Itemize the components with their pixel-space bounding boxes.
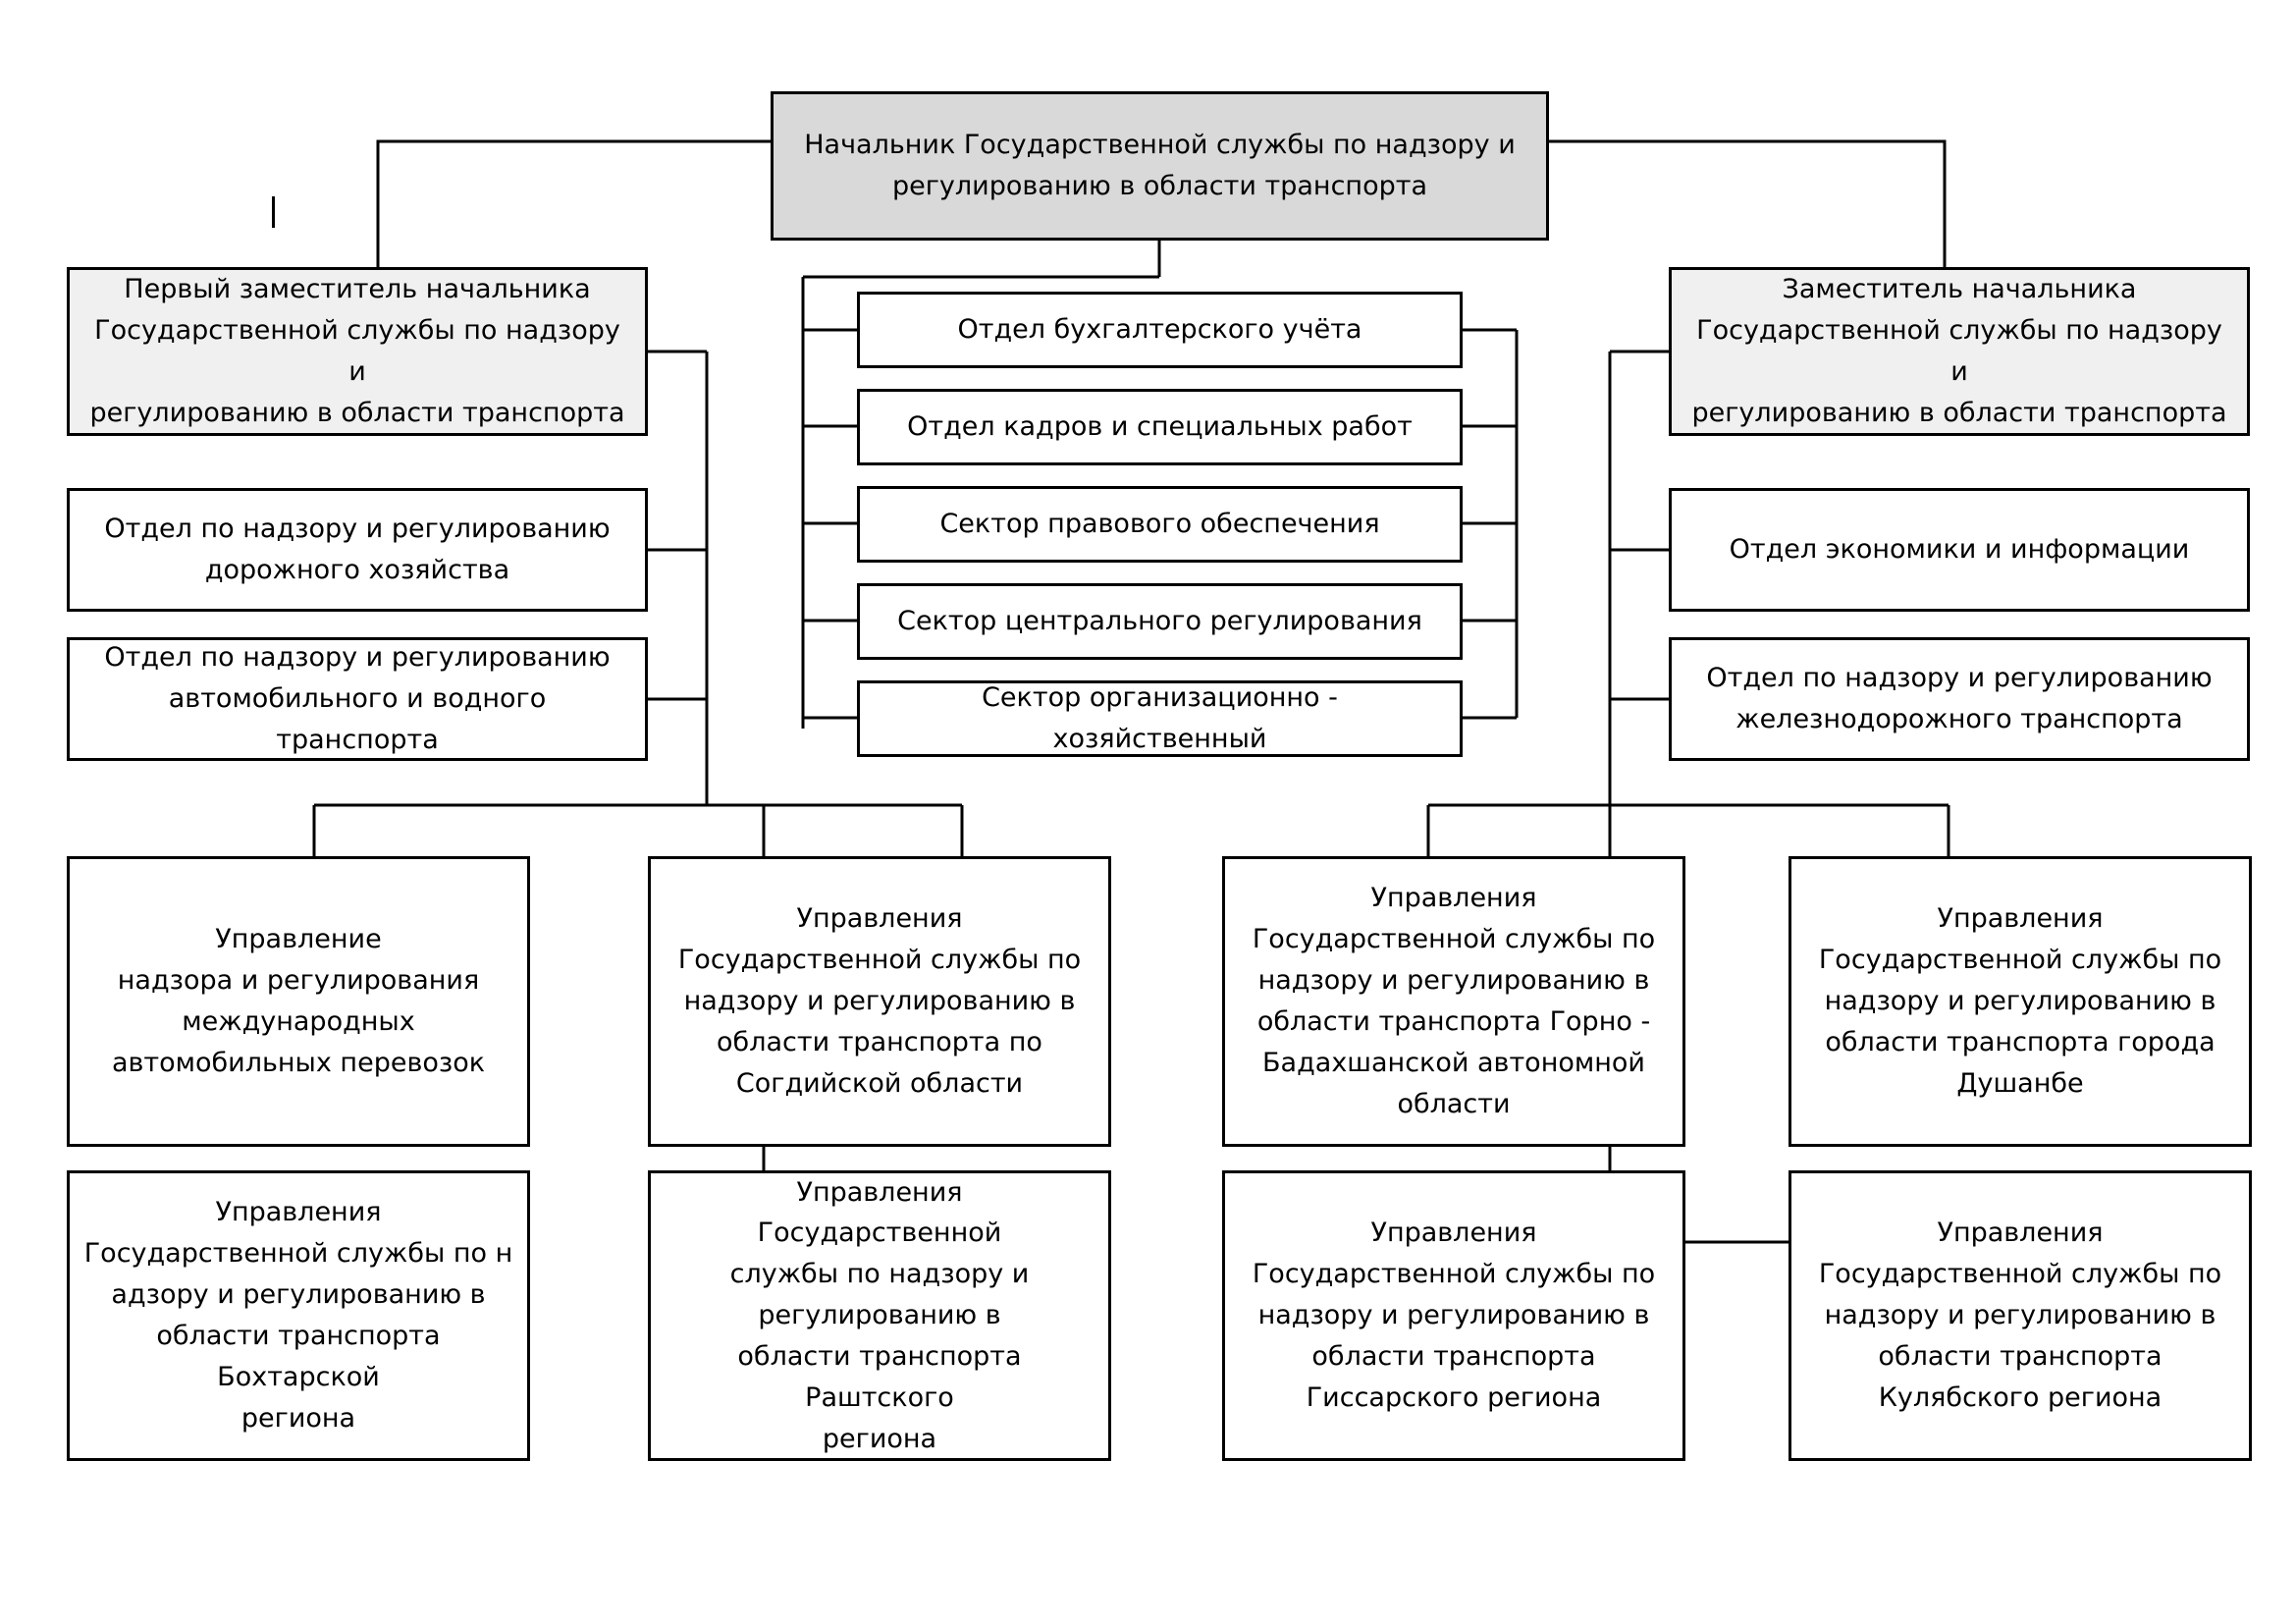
node-center-department-5[interactable]: Сектор организационно - хозяйственный [857, 680, 1463, 757]
node-right-department-2[interactable]: Отдел по надзору и регулированию железно… [1669, 637, 2250, 761]
node-regional-unit-r2-c3[interactable]: Управления Государственной службы по над… [1222, 1170, 1685, 1461]
node-center-department-4[interactable]: Сектор центрального регулирования [857, 583, 1463, 660]
node-regional-unit-r2-c2[interactable]: Управления Государственной службы по над… [648, 1170, 1111, 1461]
node-regional-unit-r1-c3[interactable]: Управления Государственной службы по над… [1222, 856, 1685, 1147]
edge-root-to-second-deputy [1549, 139, 1947, 267]
node-second-deputy[interactable]: Заместитель начальника Государственной с… [1669, 267, 2250, 436]
node-left-department-1[interactable]: Отдел по надзору и регулированию дорожно… [67, 488, 648, 612]
stray-tick-mark [272, 196, 275, 228]
edge-root-to-first-deputy [376, 139, 771, 267]
node-first-deputy[interactable]: Первый заместитель начальника Государств… [67, 267, 648, 436]
node-left-department-2[interactable]: Отдел по надзору и регулированию автомоб… [67, 637, 648, 761]
root-node-chief[interactable]: Начальник Государственной службы по надз… [771, 91, 1549, 241]
node-center-department-1[interactable]: Отдел бухгалтерского учёта [857, 292, 1463, 368]
node-right-department-1[interactable]: Отдел экономики и информации [1669, 488, 2250, 612]
node-regional-unit-r2-c4[interactable]: Управления Государственной службы по над… [1789, 1170, 2252, 1461]
node-center-department-2[interactable]: Отдел кадров и специальных работ [857, 389, 1463, 465]
node-regional-unit-r2-c1[interactable]: Управления Государственной службы по н а… [67, 1170, 530, 1461]
node-regional-unit-r1-c2[interactable]: Управления Государственной службы по над… [648, 856, 1111, 1147]
node-regional-unit-r1-c1[interactable]: Управление надзора и регулирования между… [67, 856, 530, 1147]
node-center-department-3[interactable]: Сектор правового обеспечения [857, 486, 1463, 563]
node-regional-unit-r1-c4[interactable]: Управления Государственной службы по над… [1789, 856, 2252, 1147]
